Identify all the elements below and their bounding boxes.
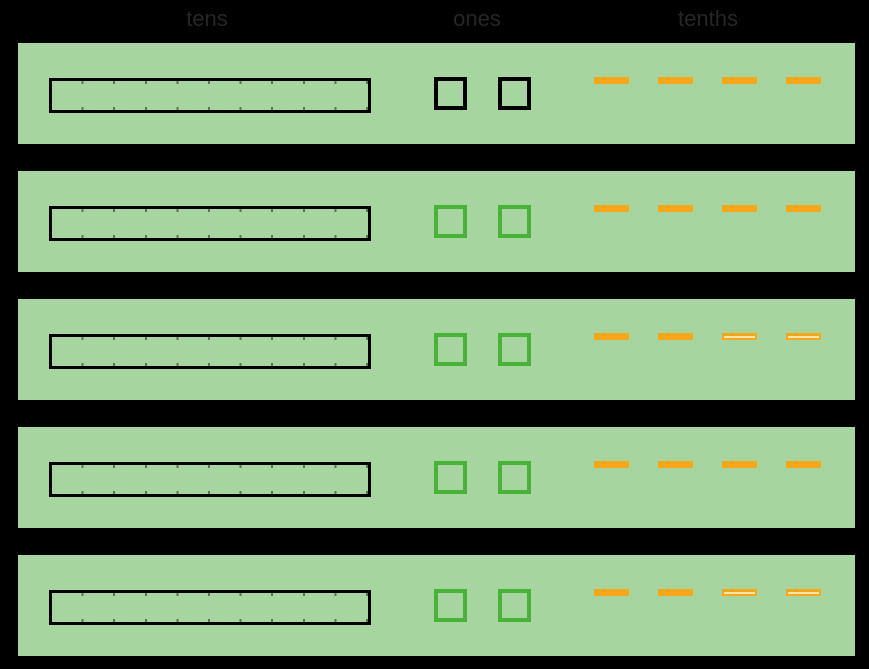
tenth-dash[interactable] [786, 205, 821, 212]
tenth-dash[interactable] [786, 589, 821, 596]
tenth-dash[interactable] [658, 589, 693, 596]
ones-square[interactable] [498, 589, 531, 622]
ones-square[interactable] [498, 461, 531, 494]
tens-rod[interactable] [49, 462, 371, 497]
place-value-row-3 [18, 299, 855, 400]
tenths-group [594, 461, 821, 468]
tenth-dash[interactable] [722, 461, 757, 468]
tens-group [49, 206, 371, 241]
tenth-dash[interactable] [722, 589, 757, 596]
tenth-dash[interactable] [722, 205, 757, 212]
ones-group [434, 333, 531, 366]
tenth-dash[interactable] [594, 589, 629, 596]
tenths-group [594, 333, 821, 340]
tens-rod[interactable] [49, 78, 371, 113]
tenths-group [594, 77, 821, 84]
tenth-dash[interactable] [594, 205, 629, 212]
tens-group [49, 78, 371, 113]
column-headers: tens ones tenths [0, 0, 869, 43]
tens-group [49, 334, 371, 369]
tenth-dash[interactable] [658, 205, 693, 212]
tenth-dash[interactable] [722, 333, 757, 340]
place-value-row-1 [18, 43, 855, 144]
ones-group [434, 589, 531, 622]
tens-rod[interactable] [49, 206, 371, 241]
tenth-dash[interactable] [594, 461, 629, 468]
column-header-tens: tens [186, 6, 228, 31]
rows-container [18, 43, 855, 656]
place-value-row-4 [18, 427, 855, 528]
tenth-dash[interactable] [722, 77, 757, 84]
tenth-dash[interactable] [786, 77, 821, 84]
column-header-ones: ones [453, 6, 501, 31]
tenth-dash[interactable] [658, 333, 693, 340]
ones-square[interactable] [434, 333, 467, 366]
place-value-row-5 [18, 555, 855, 656]
ones-square[interactable] [434, 77, 467, 110]
tenth-dash[interactable] [594, 333, 629, 340]
tens-rod[interactable] [49, 334, 371, 369]
ones-group [434, 205, 531, 238]
ones-square[interactable] [434, 205, 467, 238]
tenth-dash[interactable] [658, 77, 693, 84]
ones-square[interactable] [498, 333, 531, 366]
tens-group [49, 462, 371, 497]
tenths-group [594, 589, 821, 596]
tenth-dash[interactable] [786, 461, 821, 468]
ones-group [434, 461, 531, 494]
ones-square[interactable] [498, 77, 531, 110]
tenth-dash[interactable] [658, 461, 693, 468]
tenths-group [594, 205, 821, 212]
ones-group [434, 77, 531, 110]
place-value-row-2 [18, 171, 855, 272]
column-header-tenths: tenths [678, 6, 738, 31]
ones-square[interactable] [498, 205, 531, 238]
ones-square[interactable] [434, 589, 467, 622]
ones-square[interactable] [434, 461, 467, 494]
tenth-dash[interactable] [786, 333, 821, 340]
tens-rod[interactable] [49, 590, 371, 625]
tenth-dash[interactable] [594, 77, 629, 84]
tens-group [49, 590, 371, 625]
